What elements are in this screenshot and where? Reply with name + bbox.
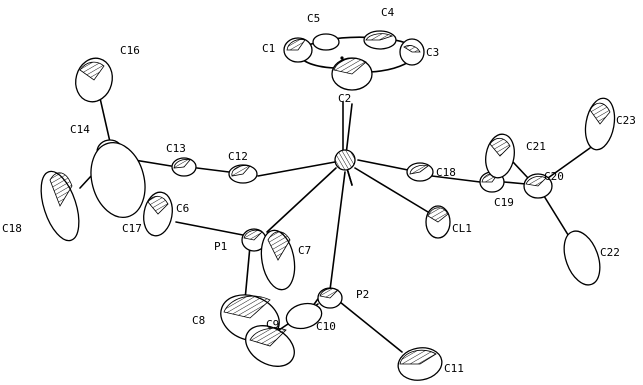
atom-c5 bbox=[312, 33, 340, 51]
label-p2: P2 bbox=[356, 288, 369, 301]
atom-c23 bbox=[584, 97, 616, 151]
label-c5: C5 bbox=[307, 12, 320, 25]
atom-c22 bbox=[563, 230, 601, 286]
atom-labels: C1 C5 C4 C3 C2 C16 C14 C13 C12 C6 C17 C1… bbox=[2, 6, 636, 375]
label-c11: C11 bbox=[444, 362, 464, 375]
label-c23: C23 bbox=[616, 114, 636, 127]
label-c18-left: C18 bbox=[2, 222, 22, 235]
label-c18-right: C18 bbox=[436, 166, 456, 179]
label-c3: C3 bbox=[426, 46, 439, 59]
label-c19: C19 bbox=[494, 196, 514, 209]
atom-c2 bbox=[331, 56, 373, 91]
atom-c17 bbox=[90, 142, 146, 218]
label-c22: C22 bbox=[600, 246, 620, 259]
atom-c1 bbox=[283, 37, 313, 63]
label-c2: C2 bbox=[338, 92, 351, 105]
atom-c11 bbox=[397, 347, 443, 381]
label-c6: C6 bbox=[176, 202, 189, 215]
metal-atom bbox=[334, 149, 356, 171]
label-c12: C12 bbox=[228, 150, 248, 163]
label-p1: P1 bbox=[214, 240, 227, 253]
label-c21: C21 bbox=[526, 140, 546, 153]
atoms bbox=[40, 30, 616, 381]
label-c8: C8 bbox=[192, 314, 205, 327]
label-c17: C17 bbox=[122, 222, 142, 235]
atom-c18-right bbox=[406, 162, 434, 182]
atom-c3 bbox=[399, 38, 425, 66]
atom-c4 bbox=[363, 30, 397, 50]
atom-cl1 bbox=[425, 205, 451, 239]
label-c14: C14 bbox=[70, 123, 90, 136]
label-c1: C1 bbox=[262, 42, 275, 55]
atom-c10 bbox=[285, 302, 323, 330]
atom-c7 bbox=[260, 229, 296, 291]
atom-c21 bbox=[485, 133, 515, 179]
label-c13: C13 bbox=[166, 142, 186, 155]
label-c4: C4 bbox=[381, 6, 395, 19]
label-c20: C20 bbox=[544, 170, 564, 183]
atom-c9 bbox=[245, 325, 295, 367]
atom-c6 bbox=[143, 191, 173, 237]
atom-c13 bbox=[171, 157, 197, 177]
atom-c16 bbox=[75, 57, 113, 103]
label-c10: C10 bbox=[316, 320, 336, 333]
label-c7: C7 bbox=[298, 244, 311, 257]
label-c16: C16 bbox=[120, 44, 140, 57]
label-cl1: CL1 bbox=[452, 222, 472, 235]
atom-c12 bbox=[228, 164, 258, 184]
label-c9: C9 bbox=[266, 318, 279, 331]
atom-c18-left bbox=[40, 170, 80, 242]
atom-p2 bbox=[317, 287, 343, 309]
atom-c20 bbox=[523, 173, 553, 199]
